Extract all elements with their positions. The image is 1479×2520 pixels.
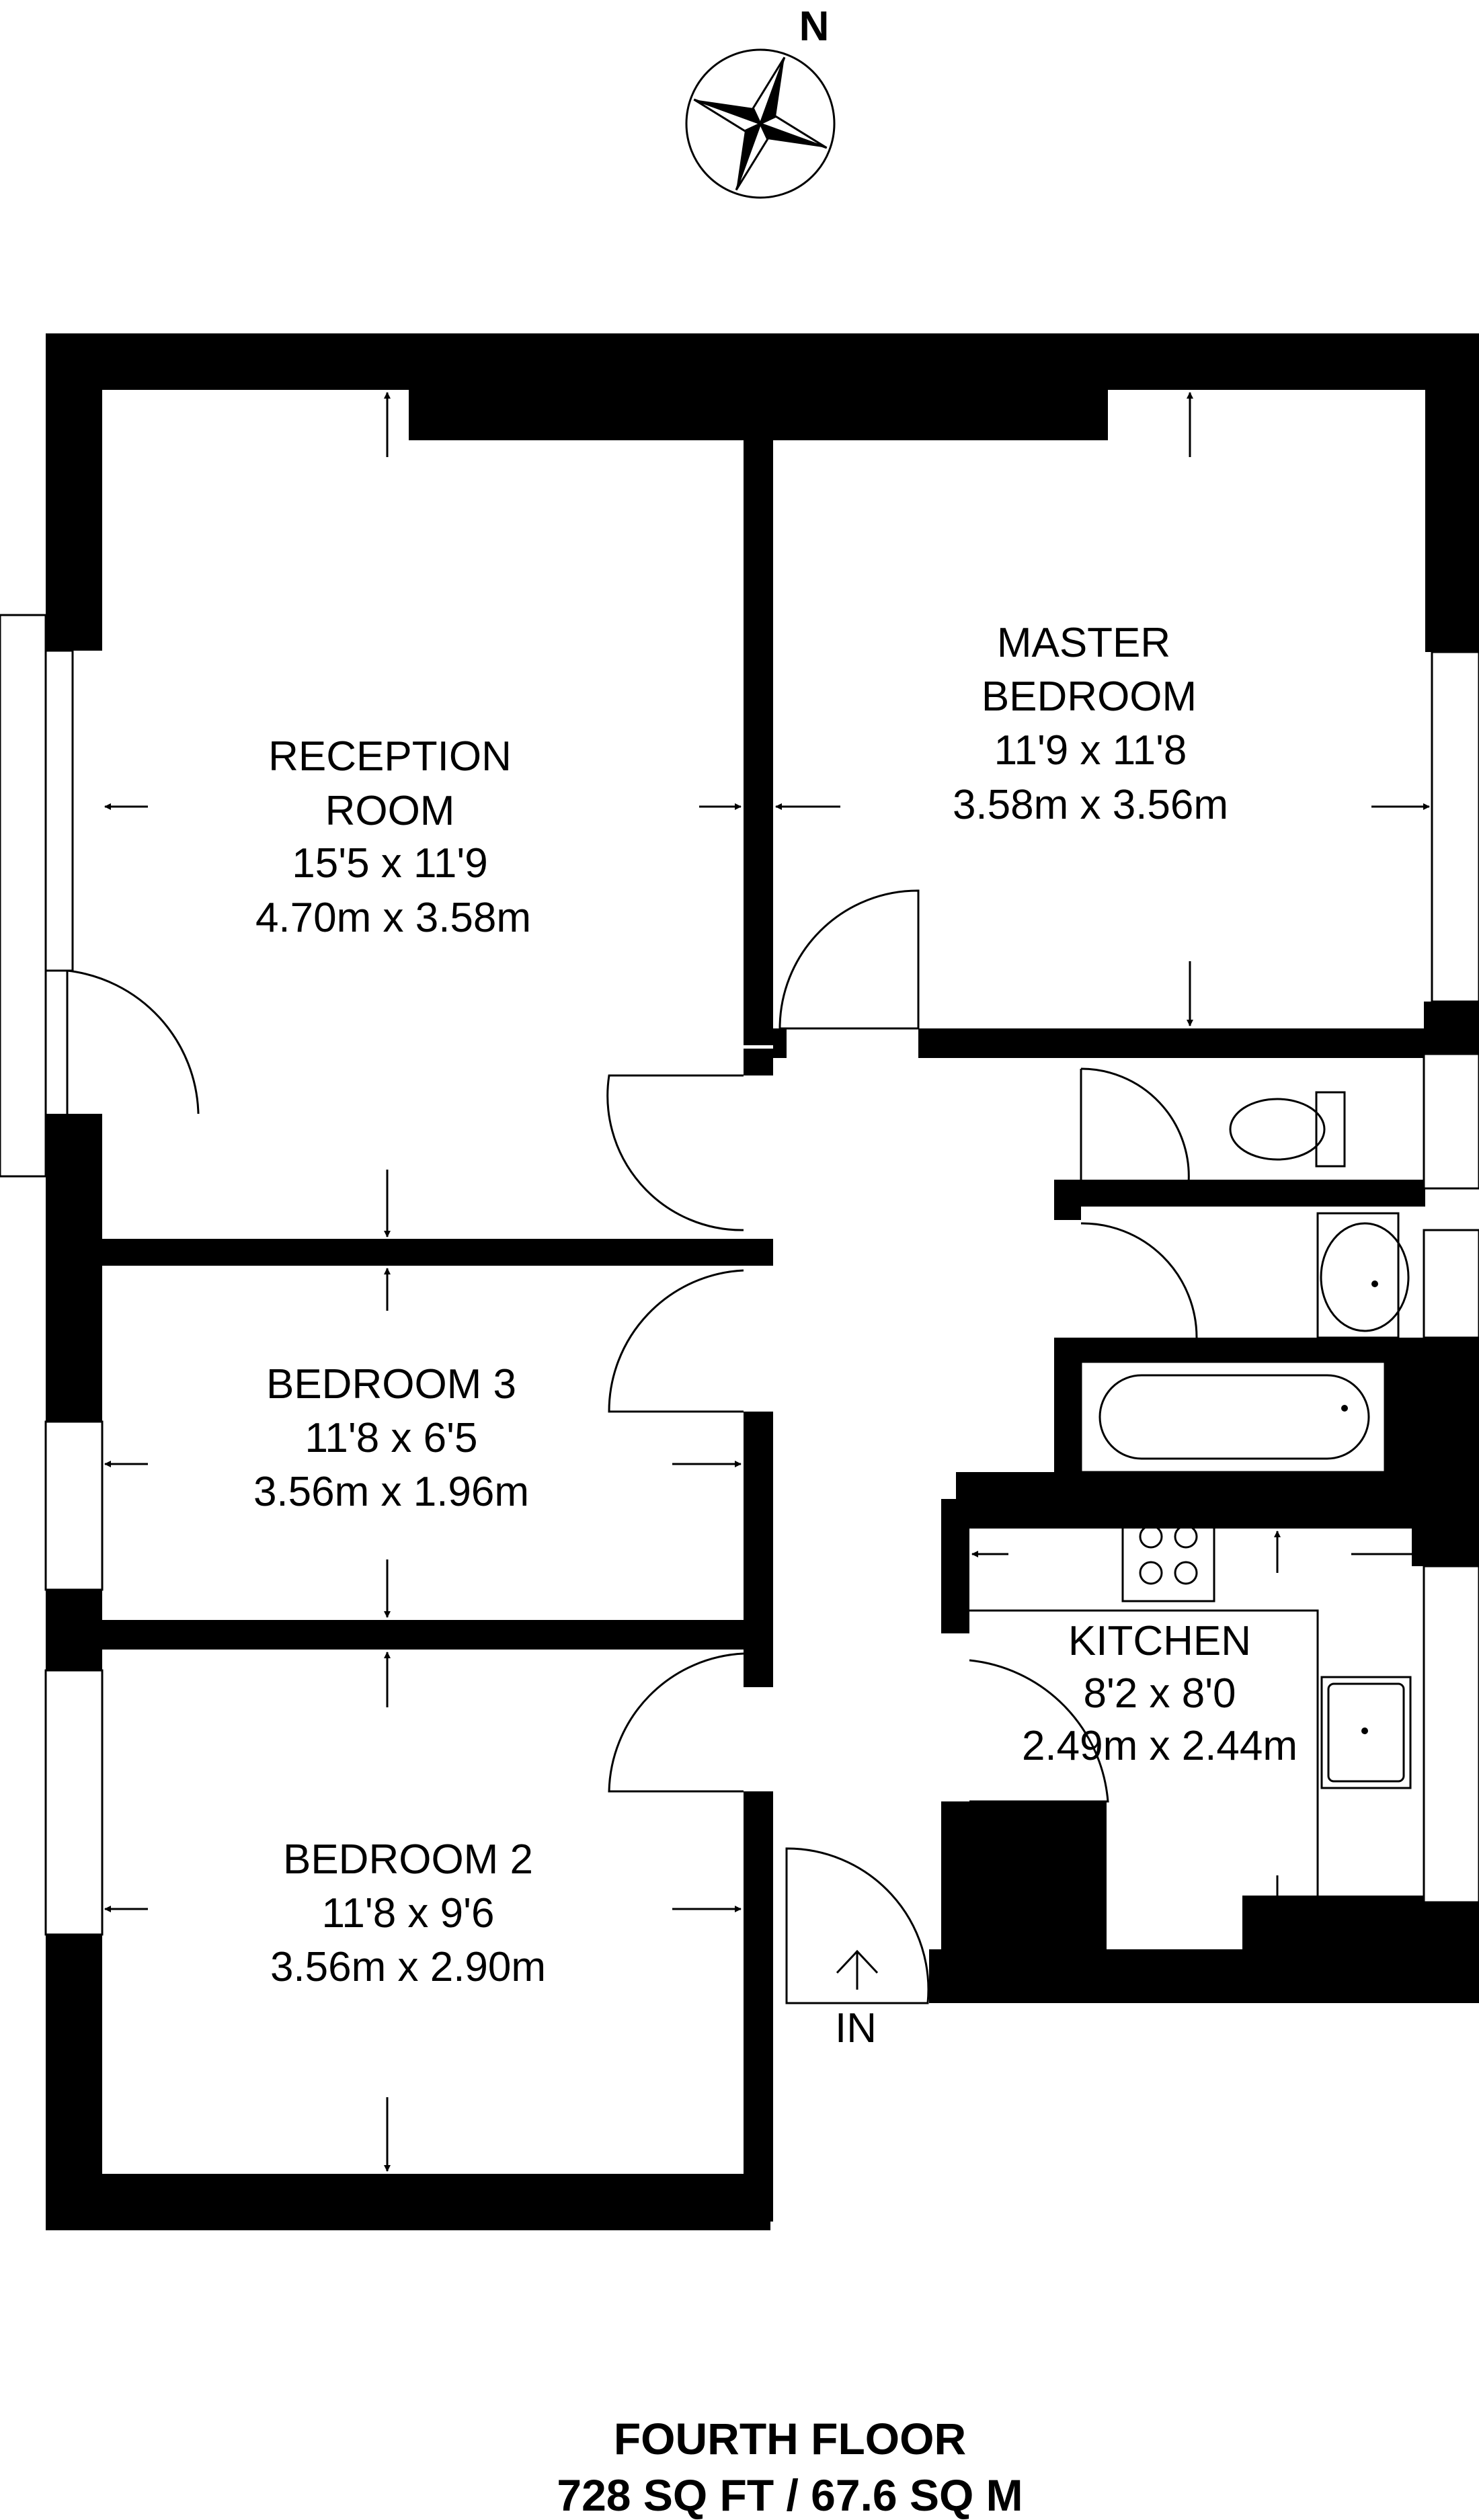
window-bath <box>1423 1229 1479 1339</box>
sink-icon <box>1316 1212 1410 1339</box>
reception-name-line2: ROOM <box>325 788 455 834</box>
compass: N <box>685 3 836 199</box>
window-master <box>1431 651 1479 1003</box>
window-kitchen <box>1423 1565 1479 1904</box>
kitchen-imperial: 8'2 x 8'0 <box>1083 1670 1236 1717</box>
hob-icon <box>1121 1508 1215 1602</box>
room-bedroom-3: BEDROOM 3 11'8 x 6'5 3.56m x 1.96m <box>253 1361 529 1515</box>
bedroom3-metric: 3.56m x 1.96m <box>253 1469 529 1515</box>
floor-summary: FOURTH FLOOR 728 SQ FT / 67.6 SQ M <box>557 2414 1023 2520</box>
bedroom3-name: BEDROOM 3 <box>266 1361 516 1408</box>
fixtures <box>969 1091 1412 1949</box>
reception-name-line1: RECEPTION <box>268 733 512 780</box>
bedroom2-name: BEDROOM 2 <box>283 1836 533 1883</box>
window-wc <box>1423 1053 1479 1190</box>
kitchen-metric: 2.49m x 2.44m <box>1022 1723 1297 1769</box>
kitchen-worktop <box>969 1609 1319 1949</box>
kitchen-sink-icon <box>1320 1676 1412 1789</box>
room-kitchen: KITCHEN 8'2 x 8'0 2.49m x 2.44m <box>1022 1618 1297 1769</box>
floor-name: FOURTH FLOOR <box>614 2414 966 2464</box>
bedroom2-metric: 3.56m x 2.90m <box>270 1944 546 1990</box>
reception-metric: 4.70m x 3.58m <box>255 895 531 941</box>
walls <box>46 333 1479 2230</box>
kitchen-name: KITCHEN <box>1068 1618 1251 1664</box>
master-name-line1: MASTER <box>997 620 1170 666</box>
window-reception <box>0 614 47 1178</box>
master-imperial: 11'9 x 11'8 <box>994 727 1187 774</box>
room-reception: RECEPTION ROOM 15'5 x 11'9 4.70m x 3.58m <box>255 733 531 941</box>
master-metric: 3.58m x 3.56m <box>953 782 1228 828</box>
compass-north-label: N <box>799 3 830 50</box>
toilet-icon <box>1229 1091 1346 1168</box>
reception-imperial: 15'5 x 11'9 <box>292 840 487 887</box>
window-bedroom2 <box>44 1669 104 1936</box>
window-bedroom3 <box>44 1420 104 1591</box>
room-master-bedroom: MASTER BEDROOM 11'9 x 11'8 3.58m x 3.56m <box>953 620 1228 828</box>
master-name-line2: BEDROOM <box>982 674 1197 720</box>
floor-area: 728 SQ FT / 67.6 SQ M <box>557 2470 1023 2520</box>
compass-rose-icon <box>685 48 836 199</box>
bedroom2-imperial: 11'8 x 9'6 <box>322 1890 495 1937</box>
doors <box>66 889 1198 2004</box>
bathtub-icon <box>1080 1360 1386 1473</box>
entrance-label: IN <box>835 2005 877 2051</box>
windows <box>0 614 1479 1936</box>
dimension-arrows <box>104 392 1430 2172</box>
room-bedroom-2: BEDROOM 2 11'8 x 9'6 3.56m x 2.90m <box>270 1836 546 1990</box>
bedroom3-imperial: 11'8 x 6'5 <box>305 1415 478 1461</box>
